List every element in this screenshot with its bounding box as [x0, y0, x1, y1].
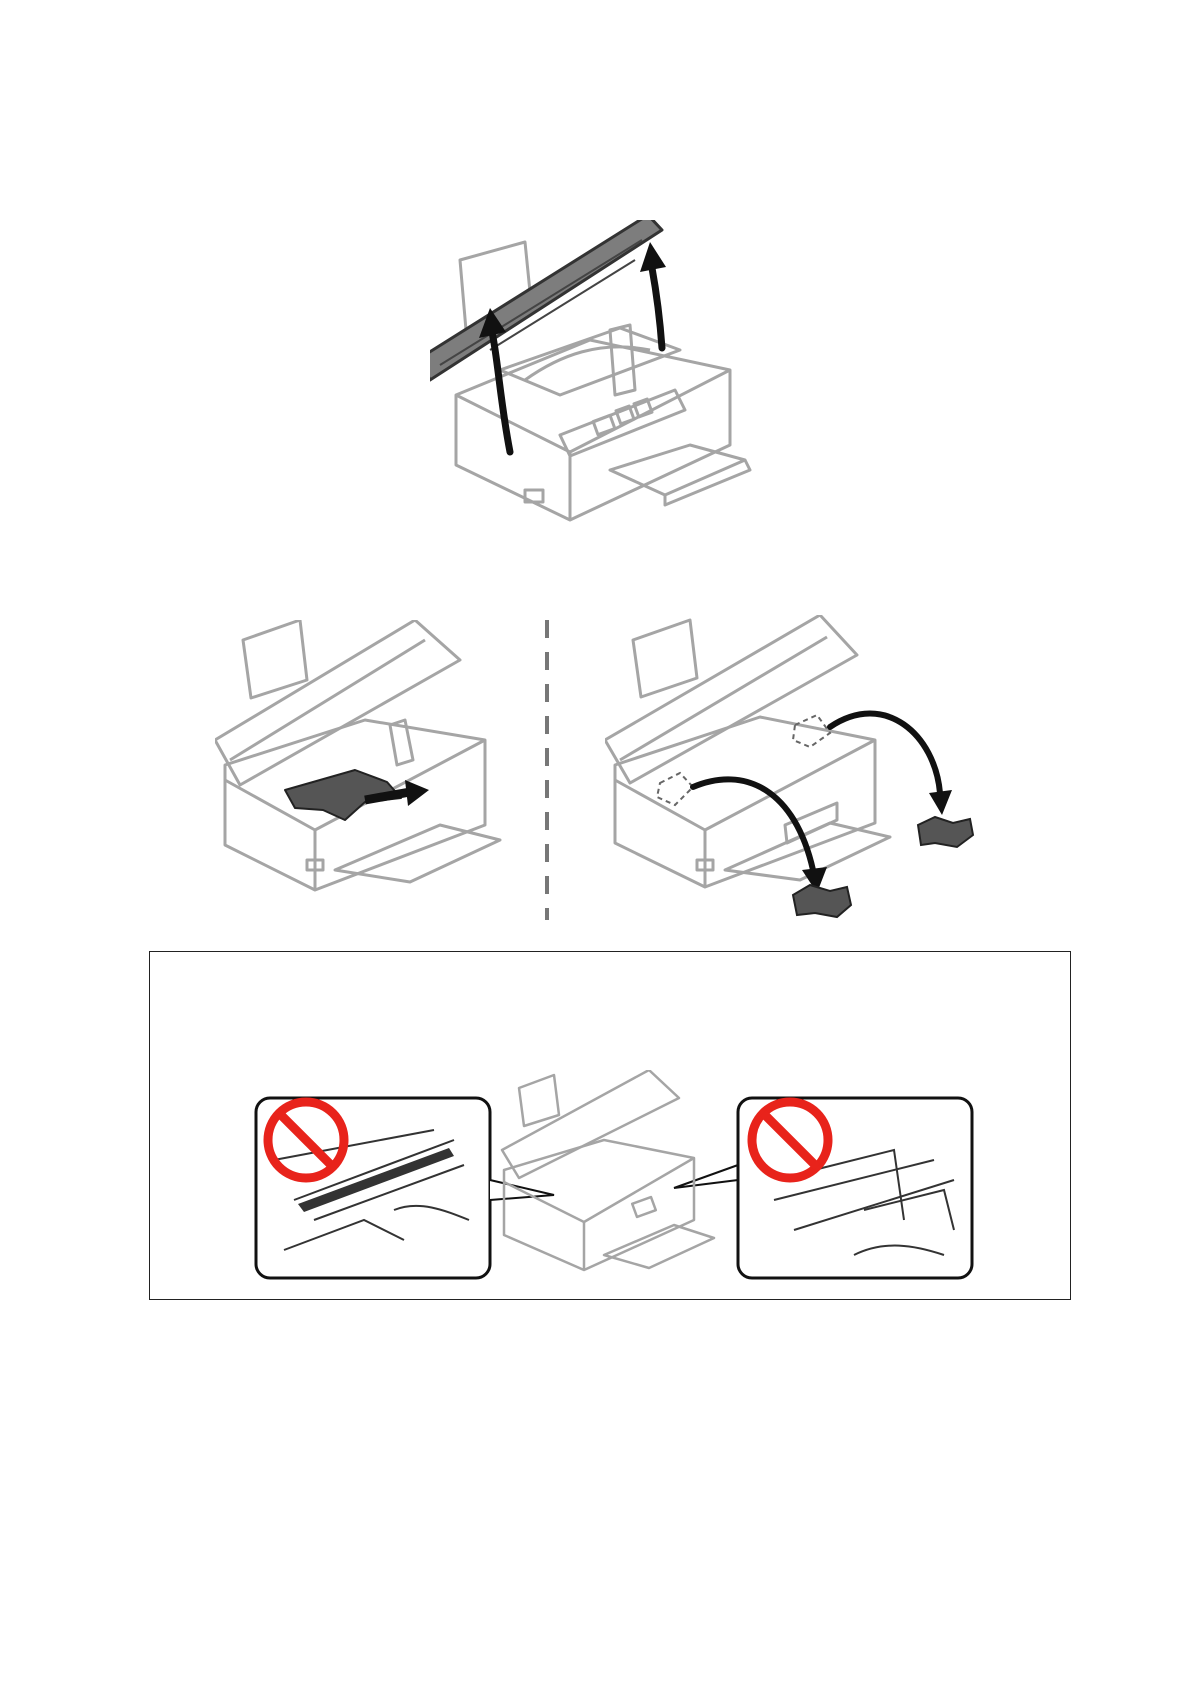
notice-box	[149, 951, 1071, 1300]
figure-remove-pieces	[605, 615, 995, 935]
dashed-separator	[544, 620, 550, 920]
figure-open-scanner	[430, 220, 760, 540]
figure-do-not-touch	[254, 1070, 974, 1280]
figure-remove-paper	[215, 620, 515, 900]
